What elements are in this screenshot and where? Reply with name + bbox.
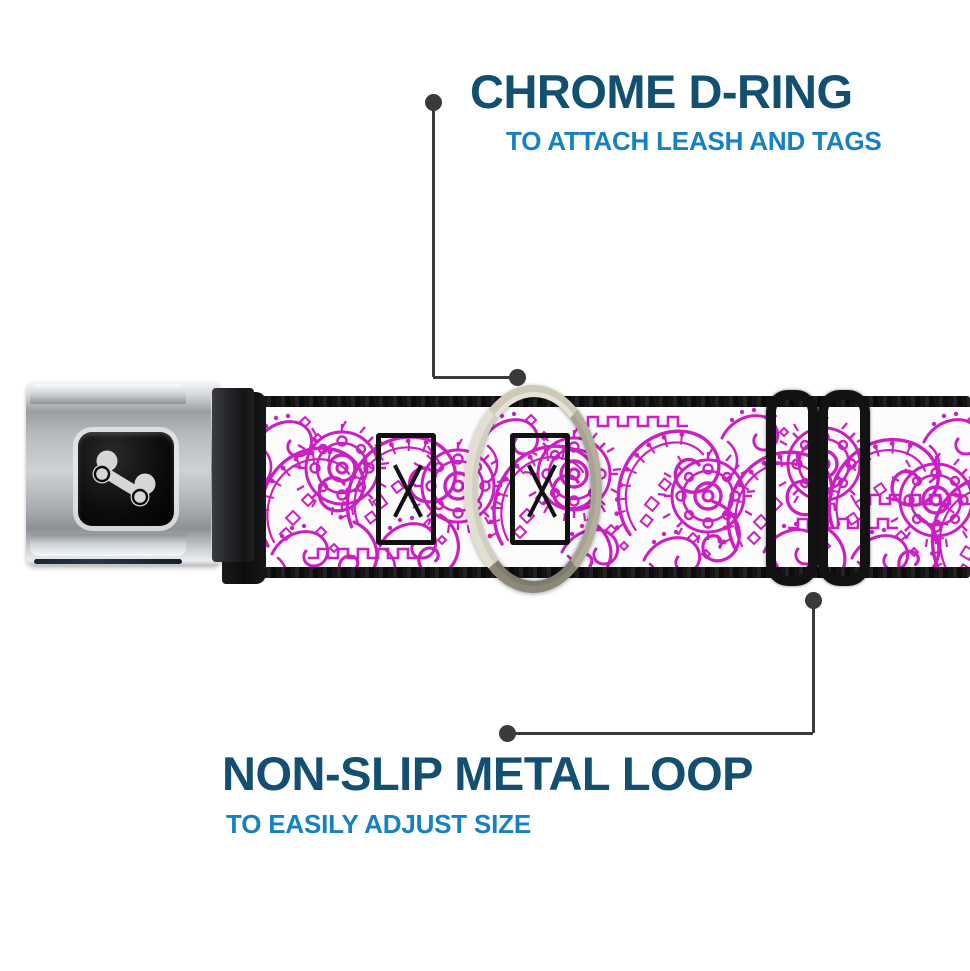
loop-bar-left — [766, 390, 818, 586]
leader-line-horizontal-bottom — [507, 731, 813, 735]
callout-title: CHROME D-RING — [470, 65, 853, 118]
strap-edge-bottom — [248, 567, 970, 578]
leader-line-vertical-bottom — [811, 600, 815, 733]
non-slip-metal-loop[interactable] — [766, 390, 870, 586]
leader-line-horizontal-top — [433, 375, 517, 379]
dog-bone-icon — [92, 450, 156, 507]
buckle-base-edge — [34, 559, 182, 564]
callout-chrome-d-ring: CHROME D-RING TO ATTACH LEASH AND TAGS — [470, 68, 882, 154]
callout-subtitle: TO EASILY ADJUST SIZE — [226, 809, 531, 839]
strap-webbing — [248, 396, 970, 578]
buckle-webbing-clip — [212, 388, 254, 562]
d-ring-inner — [472, 392, 596, 586]
buckle-top-lip — [30, 384, 186, 404]
loop-bar-right — [818, 390, 870, 586]
strap-edge-top — [248, 396, 970, 407]
leader-line-vertical-top — [431, 102, 435, 377]
leader-dot-callout-bottom — [498, 724, 516, 742]
d-ring-outer — [464, 385, 602, 593]
buckle-black-plate — [78, 432, 174, 526]
callout-title: NON-SLIP METAL LOOP — [222, 747, 754, 800]
leader-dot-target-dring — [508, 368, 526, 386]
chrome-d-ring[interactable] — [464, 385, 602, 593]
buckle-chrome-body — [26, 382, 222, 566]
callout-subtitle: TO ATTACH LEASH AND TAGS — [506, 126, 882, 156]
stitch-box — [376, 433, 436, 545]
callout-non-slip-metal-loop: NON-SLIP METAL LOOP TO EASILY ADJUST SIZ… — [222, 747, 754, 839]
buckle-bottom-lip — [30, 534, 186, 556]
seatbelt-buckle[interactable] — [26, 382, 254, 572]
